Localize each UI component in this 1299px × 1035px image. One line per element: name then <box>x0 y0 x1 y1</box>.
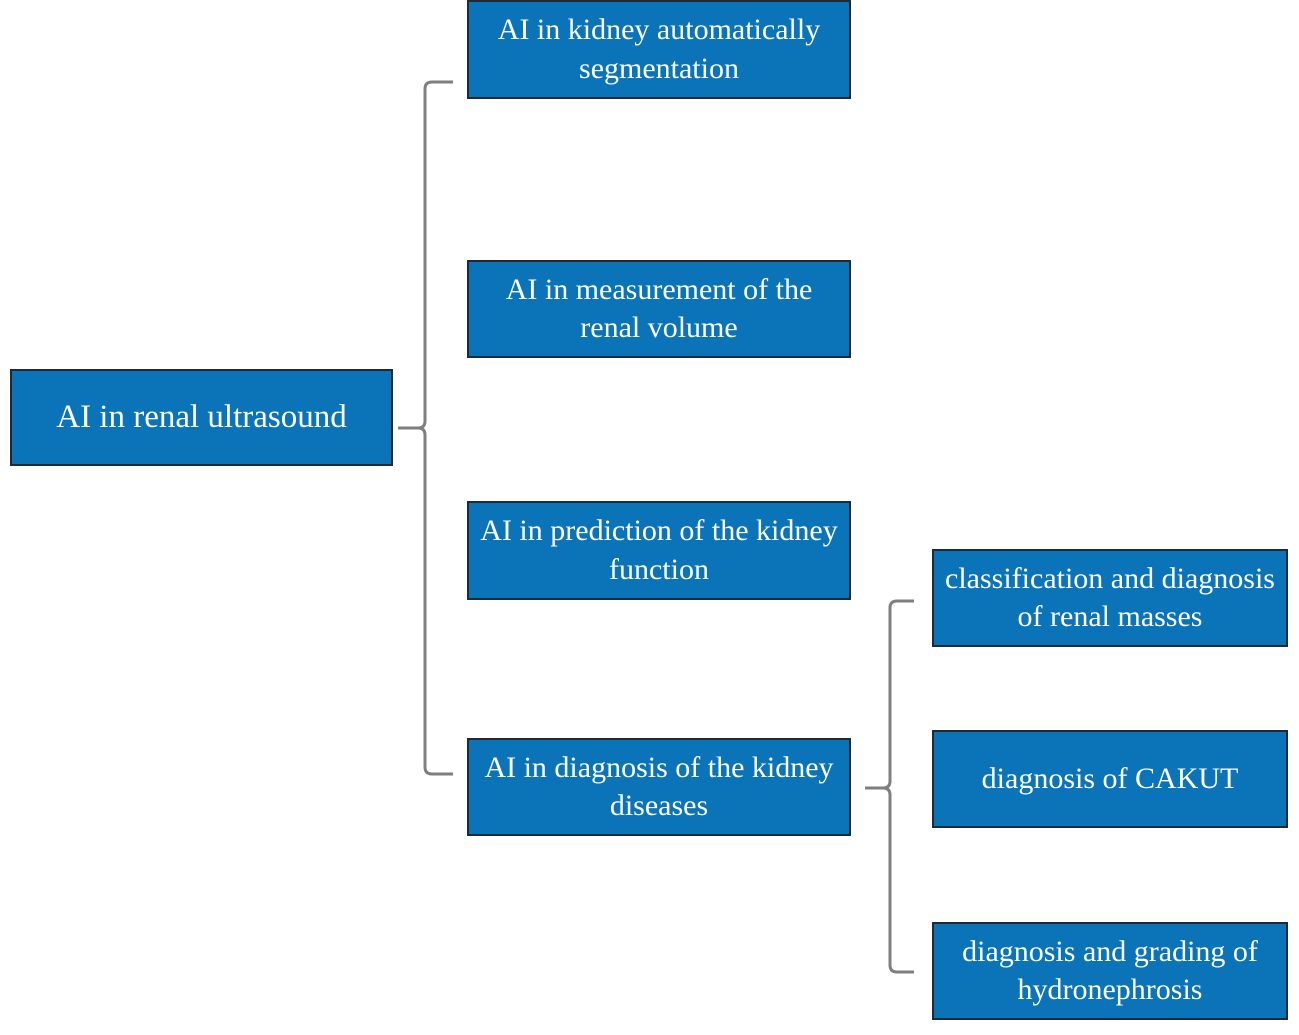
node-renal-volume: AI in measurement of the renal volume <box>467 260 851 358</box>
node-kidney-segmentation: AI in kidney automatically segmentation <box>467 0 851 99</box>
node-label: classification and diagnosis of renal ma… <box>945 561 1275 633</box>
node-label: AI in kidney automatically segmentation <box>497 13 821 85</box>
node-label: diagnosis and grading of hydronephrosis <box>962 934 1258 1006</box>
node-kidney-function: AI in prediction of the kidney function <box>467 501 851 600</box>
node-label: diagnosis of CAKUT <box>981 761 1239 795</box>
node-label: AI in diagnosis of the kidney diseases <box>484 750 834 822</box>
node-hydronephrosis: diagnosis and grading of hydronephrosis <box>932 922 1288 1020</box>
node-kidney-diseases: AI in diagnosis of the kidney diseases <box>467 738 851 836</box>
root-bracket-connector <box>398 80 453 776</box>
node-label: AI in measurement of the renal volume <box>505 272 813 344</box>
node-renal-masses: classification and diagnosis of renal ma… <box>932 549 1288 647</box>
root-node-renal-ultrasound: AI in renal ultrasound <box>10 369 393 466</box>
node-cakut: diagnosis of CAKUT <box>932 730 1288 828</box>
node-label: AI in prediction of the kidney function <box>480 514 838 586</box>
root-node-label: AI in renal ultrasound <box>56 399 347 436</box>
diseases-bracket-connector <box>865 599 914 974</box>
